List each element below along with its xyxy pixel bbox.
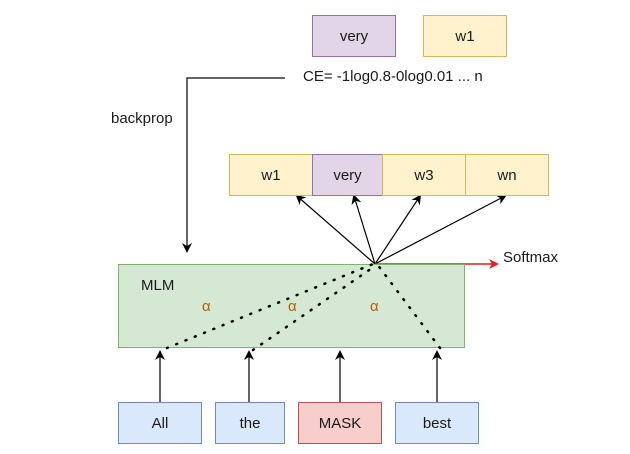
vocab-label: w1 xyxy=(261,166,281,184)
input-token-best: best xyxy=(395,402,479,444)
softmax-label: Softmax xyxy=(503,249,559,266)
loss-formula: CE= -1log0.8-0log0.01 ... n xyxy=(303,68,483,85)
arrow-to-very xyxy=(351,194,376,265)
token-label: the xyxy=(239,414,261,432)
arrow-to-wn xyxy=(374,195,507,265)
target-token-box: very xyxy=(312,15,396,57)
input-token-all: All xyxy=(118,402,202,444)
input-token-the: the xyxy=(215,402,285,444)
mlm-model-box xyxy=(118,264,465,348)
attention-symbol: α xyxy=(288,298,297,315)
attention-line-the xyxy=(251,264,377,352)
backprop-label: backprop xyxy=(111,110,173,127)
model-name: MLM xyxy=(141,277,175,294)
w1-token-box: w1 xyxy=(423,15,507,57)
vocab-label: w3 xyxy=(414,166,434,184)
arrow-to-w3 xyxy=(374,194,422,265)
target-token-label: very xyxy=(339,27,369,45)
attention-line-all xyxy=(165,262,375,350)
attention-symbol: α xyxy=(370,298,379,315)
vocab-label: wn xyxy=(497,166,517,184)
token-label: All xyxy=(151,414,169,432)
attention-symbol: α xyxy=(202,298,211,315)
arrow-to-w1 xyxy=(295,194,376,265)
w1-token-label: w1 xyxy=(455,27,475,45)
token-label: MASK xyxy=(318,414,362,432)
input-token-mask: MASK xyxy=(298,402,382,444)
attention-line-best xyxy=(375,262,442,350)
vocab-box-wn: wn xyxy=(465,154,549,196)
backprop-arrow xyxy=(182,77,285,253)
vocab-box-very: very xyxy=(312,154,383,196)
token-label: best xyxy=(422,414,452,432)
vocab-label: very xyxy=(333,166,362,184)
